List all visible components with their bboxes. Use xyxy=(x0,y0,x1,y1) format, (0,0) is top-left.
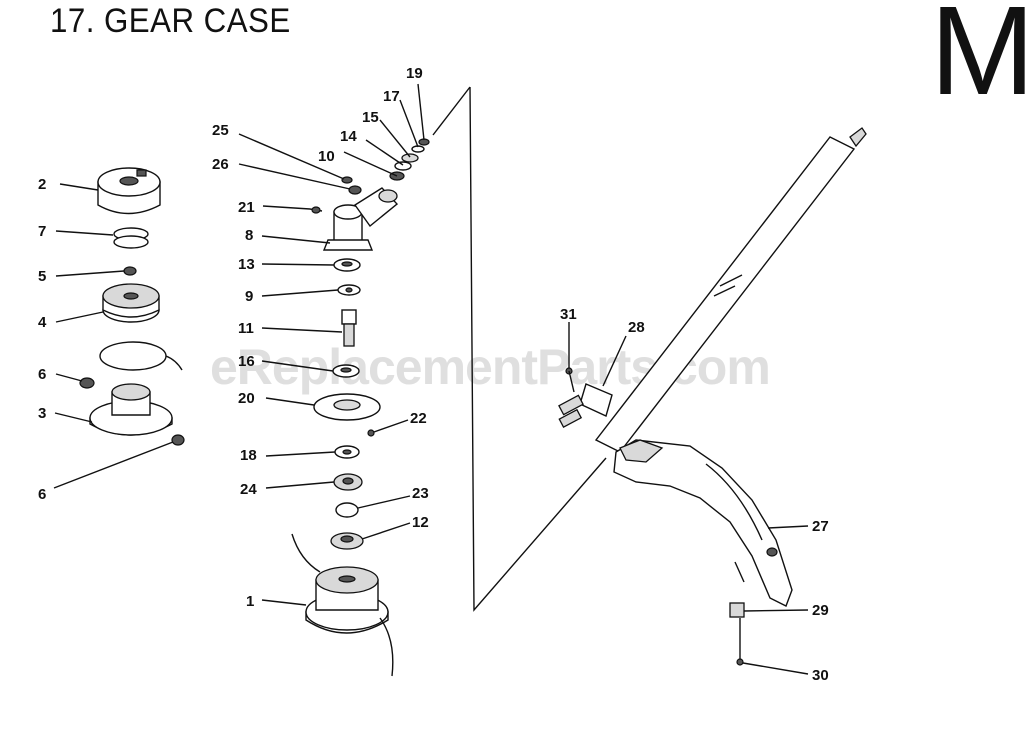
callout-16: 16 xyxy=(238,353,255,370)
callout-19: 19 xyxy=(406,65,423,82)
callout-9: 9 xyxy=(245,288,253,305)
part-9-washer xyxy=(337,284,361,296)
callout-22: 22 xyxy=(410,410,427,427)
part-line-coil xyxy=(99,341,183,371)
callout-21: 21 xyxy=(238,199,255,216)
callout-6-upper: 6 xyxy=(38,366,46,383)
callout-leaders xyxy=(53,83,809,675)
callout-29: 29 xyxy=(812,602,829,619)
part-21-screw xyxy=(309,206,323,214)
callout-23: 23 xyxy=(412,485,429,502)
callout-4: 4 xyxy=(38,314,47,331)
part-6-eyelet-upper xyxy=(79,377,95,389)
part-18-washer xyxy=(334,445,360,459)
drive-shaft xyxy=(594,127,867,453)
part-8-gear-case xyxy=(322,187,399,251)
callout-2: 2 xyxy=(38,176,46,193)
callout-13: 13 xyxy=(238,256,255,273)
part-2-spool-cover xyxy=(97,167,161,215)
divider-bracket xyxy=(432,86,607,612)
page-title: 17. GEAR CASE xyxy=(50,2,291,40)
callout-30: 30 xyxy=(812,667,829,684)
callout-12: 12 xyxy=(412,514,429,531)
callout-14: 14 xyxy=(340,128,357,145)
callout-28: 28 xyxy=(628,319,645,336)
part-3-housing xyxy=(89,383,173,436)
callout-11: 11 xyxy=(238,320,254,337)
part-12-nut xyxy=(330,532,364,550)
callout-labels: 2 7 5 4 6 3 6 25 26 21 8 13 9 11 16 20 2… xyxy=(38,65,829,684)
section-letter: M xyxy=(930,0,1035,121)
callout-20: 20 xyxy=(238,390,255,407)
part-22-bolt xyxy=(367,429,375,437)
callout-3: 3 xyxy=(38,405,46,422)
part-31-bolt xyxy=(565,367,575,393)
part-13-bearing xyxy=(333,258,361,272)
callout-31: 31 xyxy=(560,306,577,323)
part-16-bearing xyxy=(332,364,360,378)
part-23-washer xyxy=(335,502,359,518)
part-14-gear xyxy=(394,161,412,171)
callout-5: 5 xyxy=(38,268,46,285)
part-24-holder xyxy=(333,473,363,491)
callout-8: 8 xyxy=(245,227,253,244)
callout-10: 10 xyxy=(318,148,335,165)
callout-24: 24 xyxy=(240,481,257,498)
part-15-bearing xyxy=(401,153,419,163)
part-1-trimmer-head xyxy=(291,533,394,677)
part-27-handle xyxy=(613,439,793,607)
callout-17: 17 xyxy=(383,88,400,105)
callout-1: 1 xyxy=(246,593,254,610)
part-5-washer xyxy=(123,266,137,276)
part-30-screw xyxy=(736,618,744,666)
part-25-bolt xyxy=(341,176,353,184)
callout-7: 7 xyxy=(38,223,46,240)
part-6-eyelet-lower xyxy=(171,434,185,446)
part-4-spool xyxy=(102,283,160,323)
part-29-nut xyxy=(729,602,745,618)
callout-18: 18 xyxy=(240,447,257,464)
part-7-spring xyxy=(113,227,149,249)
callout-25: 25 xyxy=(212,122,229,139)
part-11-shaft xyxy=(341,309,357,347)
callout-6-lower: 6 xyxy=(38,486,46,503)
part-20-guard-plate xyxy=(313,393,381,421)
callout-15: 15 xyxy=(362,109,379,126)
part-26-bolt xyxy=(348,185,362,195)
callout-26: 26 xyxy=(212,156,229,173)
callout-27: 27 xyxy=(812,518,829,535)
part-28-clamp xyxy=(558,383,613,428)
